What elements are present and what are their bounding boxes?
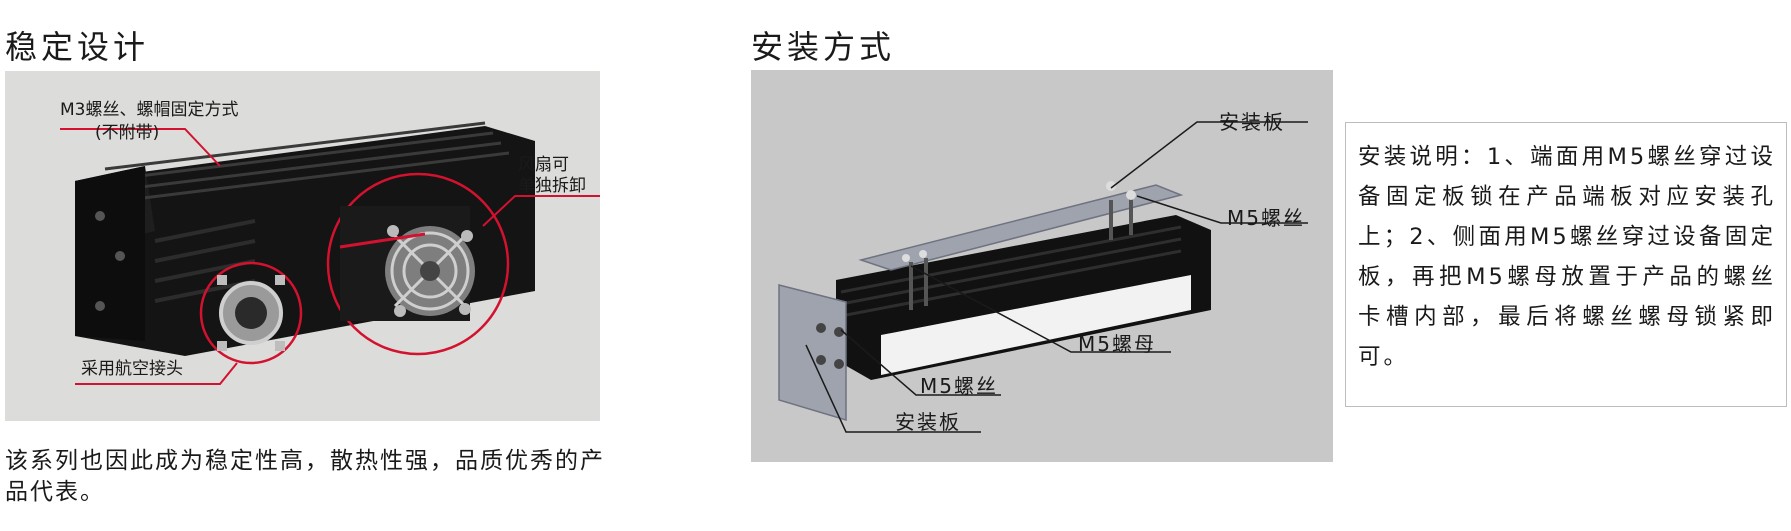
installation-instructions-text: 安装说明：1、端面用M5螺丝穿过设备固定板锁在产品端板对应安装孔上；2、侧面用M… xyxy=(1358,144,1776,370)
m5-nut-label: M5螺母 xyxy=(1078,332,1156,356)
m3-screw-callout-note: (不附带) xyxy=(95,123,160,143)
installation-method-title: 安装方式 xyxy=(751,28,896,66)
mounting-plate-label-top: 安装板 xyxy=(1219,110,1285,134)
mounting-plate-label-side: 安装板 xyxy=(895,410,961,434)
fan-callout-line2: 单独拆卸 xyxy=(518,176,586,196)
installation-diagram xyxy=(778,121,1308,433)
product-photo-panel: M3螺丝、螺帽固定方式 (不附带) 风扇可 单独拆卸 采用航空接头 xyxy=(5,71,600,421)
m3-screw-callout: M3螺丝、螺帽固定方式 xyxy=(60,100,239,120)
product-photo xyxy=(60,121,600,385)
installation-diagram-panel: 安装板 M5螺丝 M5螺母 M5螺丝 安装板 xyxy=(751,70,1333,462)
stable-design-description: 该系列也因此成为稳定性高，散热性强，品质优秀的产品代表。 xyxy=(5,448,605,505)
installation-instructions-box: 安装说明：1、端面用M5螺丝穿过设备固定板锁在产品端板对应安装孔上；2、侧面用M… xyxy=(1345,122,1787,407)
fan-callout-line1: 风扇可 xyxy=(518,155,569,175)
m5-screw-label-side: M5螺丝 xyxy=(920,374,998,398)
aviation-connector-callout: 采用航空接头 xyxy=(81,359,183,379)
stable-design-title: 稳定设计 xyxy=(5,28,150,66)
m5-screw-label-top: M5螺丝 xyxy=(1227,206,1305,230)
